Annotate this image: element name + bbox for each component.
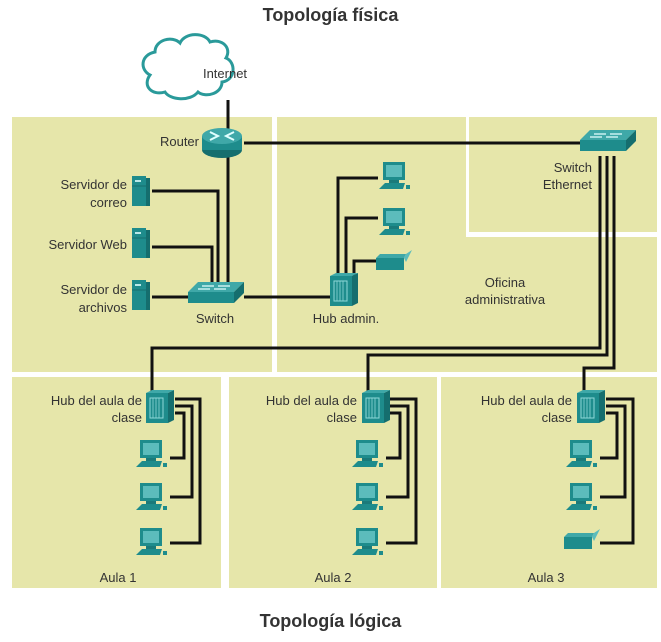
file-server-label-1: Servidor de <box>61 282 127 297</box>
mail-server-icon <box>131 175 151 207</box>
panel-aula-3 <box>441 377 657 588</box>
hub-admin-label: Hub admin. <box>313 311 379 326</box>
switch-ethernet-label-1: Switch <box>554 160 592 175</box>
web-server-icon <box>131 227 151 259</box>
web-server-label: Servidor Web <box>48 237 127 252</box>
cables <box>150 100 616 393</box>
logical-topology-title: Topología lógica <box>259 611 402 631</box>
classroom-hub-icon <box>145 389 175 424</box>
office-label-1: Oficina <box>485 275 526 290</box>
switch-ethernet-icon <box>579 129 637 152</box>
switch-ethernet-label-2: Ethernet <box>543 177 593 192</box>
classroom-label: Aula 2 <box>315 570 352 585</box>
classroom-3: Hub del aula de clase Aula 3 <box>481 389 606 585</box>
switch-label: Switch <box>196 311 234 326</box>
classroom-2: Hub del aula de clase Aula 2 <box>266 389 391 585</box>
classroom-hub-label-1: Hub del aula de <box>481 393 572 408</box>
router-icon <box>202 128 242 158</box>
classroom-hub-label-2: clase <box>112 410 142 425</box>
mail-server-label-2: correo <box>90 195 127 210</box>
classroom-hub-label-1: Hub del aula de <box>266 393 357 408</box>
hub-admin-icon <box>329 272 359 307</box>
classroom-hub-label-2: clase <box>327 410 357 425</box>
panel-aula-1 <box>12 377 221 588</box>
classroom-1: Hub del aula de clase Aula 1 <box>51 389 175 585</box>
internet-cloud-icon: Internet <box>141 33 247 101</box>
classroom-label: Aula 1 <box>100 570 137 585</box>
switch-icon <box>187 281 245 304</box>
file-server-icon <box>131 279 151 311</box>
classroom-label: Aula 3 <box>528 570 565 585</box>
classroom-hub-icon <box>361 389 391 424</box>
classroom-cables <box>170 397 635 545</box>
classroom-hub-label-2: clase <box>542 410 572 425</box>
file-server-label-2: archivos <box>79 300 128 315</box>
internet-label: Internet <box>203 66 247 81</box>
physical-topology-title: Topología física <box>262 5 399 25</box>
panel-aula-2 <box>229 377 437 588</box>
router-label: Router <box>160 134 200 149</box>
mail-server-label-1: Servidor de <box>61 177 127 192</box>
office-label-2: administrativa <box>465 292 546 307</box>
classroom-hub-label-1: Hub del aula de <box>51 393 142 408</box>
classroom-hub-icon <box>576 389 606 424</box>
